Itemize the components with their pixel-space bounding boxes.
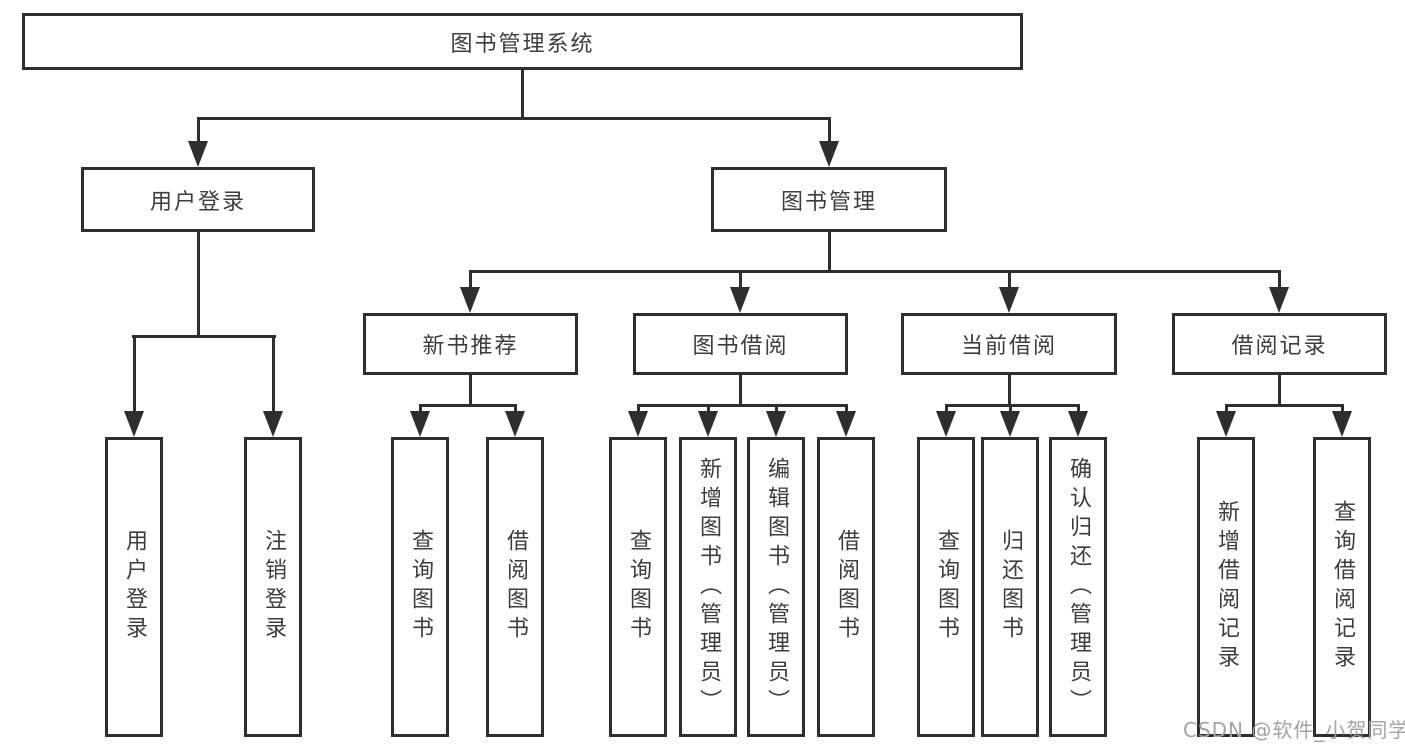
leaf-query-borrow-record: 查询借阅记录 (1313, 437, 1371, 737)
node-new-book-recommend-label: 新书推荐 (422, 334, 519, 359)
arrow-down-icon (124, 411, 144, 437)
node-user-login: 用户登录 (81, 167, 315, 232)
leaf-borrow-borrow-books-label: 借阅图书 (834, 529, 859, 645)
node-new-book-recommend: 新书推荐 (363, 313, 578, 375)
connector-line (637, 404, 640, 415)
arrow-down-icon (819, 141, 839, 167)
node-book-borrow: 图书借阅 (633, 313, 848, 375)
connector-line (945, 404, 948, 415)
leaf-recommend-borrow-books-label: 借阅图书 (503, 529, 528, 645)
arrow-down-icon (1216, 411, 1236, 437)
arrow-down-icon (766, 411, 786, 437)
connector-line (1278, 270, 1281, 288)
leaf-confirm-return-admin-label: 确认归还（管理员） (1066, 456, 1091, 718)
leaf-add-borrow-record-label: 新增借阅记录 (1214, 500, 1239, 674)
leaf-user-login: 用户登录 (105, 437, 163, 737)
node-current-borrow: 当前借阅 (901, 313, 1117, 375)
leaf-add-borrow-record: 新增借阅记录 (1197, 437, 1255, 737)
node-borrow-records-label: 借阅记录 (1231, 334, 1328, 359)
connector-line (1077, 404, 1080, 415)
arrow-down-icon (936, 411, 956, 437)
leaf-borrow-query-books-label: 查询图书 (626, 529, 651, 645)
arrow-down-icon (460, 287, 480, 313)
connector-line (828, 232, 831, 272)
csdn-watermark: CSDN @软件_小贺同学 (1183, 718, 1405, 742)
connector-line (1341, 404, 1344, 415)
leaf-borrow-query-books: 查询图书 (609, 437, 667, 737)
connector-line (197, 232, 200, 337)
arrow-down-icon (410, 411, 430, 437)
connector-line (845, 404, 848, 415)
connector-line (419, 404, 422, 415)
connector-line (1008, 375, 1011, 406)
arrow-down-icon (1332, 411, 1352, 437)
node-borrow-records: 借阅记录 (1172, 313, 1387, 375)
connector-line (469, 270, 472, 288)
arrow-down-icon (698, 411, 718, 437)
node-book-management-label: 图书管理 (780, 189, 877, 215)
arrow-down-icon (188, 141, 208, 167)
connector-line (739, 375, 742, 406)
arrow-down-icon (999, 287, 1019, 313)
arrow-down-icon (1269, 287, 1289, 313)
leaf-edit-book-admin-label: 编辑图书（管理员） (764, 456, 789, 718)
leaf-logout-label: 注销登录 (261, 529, 286, 645)
connector-line (945, 404, 1080, 407)
arrow-down-icon (505, 411, 525, 437)
leaf-recommend-query-books-label: 查询图书 (408, 529, 433, 645)
arrow-down-icon (263, 411, 283, 437)
node-current-borrow-label: 当前借阅 (960, 334, 1057, 359)
leaf-recommend-query-books: 查询图书 (391, 437, 449, 737)
connector-line (775, 404, 778, 415)
connector-line (469, 270, 1281, 273)
node-user-login-label: 用户登录 (149, 189, 246, 215)
leaf-add-book-admin-label: 新增图书（管理员） (696, 456, 721, 718)
connector-line (1278, 375, 1281, 406)
connector-line (272, 335, 275, 415)
arrow-down-icon (730, 287, 750, 313)
arrow-down-icon (836, 411, 856, 437)
leaf-edit-book-admin: 编辑图书（管理员） (747, 437, 805, 737)
connector-line (132, 335, 276, 338)
connector-line (197, 117, 200, 145)
connector-line (521, 70, 524, 119)
leaf-confirm-return-admin: 确认归还（管理员） (1049, 437, 1107, 737)
connector-line (739, 270, 742, 288)
connector-line (1008, 270, 1011, 288)
connector-line (197, 117, 831, 120)
connector-line (828, 117, 831, 145)
leaf-logout: 注销登录 (244, 437, 302, 737)
node-book-management: 图书管理 (711, 167, 947, 232)
connector-line (1225, 404, 1228, 415)
connector-line (133, 335, 136, 415)
leaf-current-query-books: 查询图书 (917, 437, 975, 737)
leaf-query-borrow-record-label: 查询借阅记录 (1330, 500, 1355, 674)
arrow-down-icon (1000, 411, 1020, 437)
leaf-user-login-label: 用户登录 (122, 529, 147, 645)
connector-line (707, 404, 710, 415)
connector-line (419, 404, 517, 407)
leaf-current-query-books-label: 查询图书 (934, 529, 959, 645)
leaf-borrow-borrow-books: 借阅图书 (817, 437, 875, 737)
node-book-borrow-label: 图书借阅 (692, 334, 789, 359)
connector-line (469, 375, 472, 406)
arrow-down-icon (628, 411, 648, 437)
leaf-return-book: 归还图书 (981, 437, 1039, 737)
connector-line (1009, 404, 1012, 415)
leaf-add-book-admin: 新增图书（管理员） (679, 437, 737, 737)
leaf-return-book-label: 归还图书 (998, 529, 1023, 645)
connector-line (514, 404, 517, 415)
node-library-system: 图书管理系统 (22, 13, 1023, 70)
leaf-recommend-borrow-books: 借阅图书 (486, 437, 544, 737)
connector-line (637, 404, 847, 407)
arrow-down-icon (1068, 411, 1088, 437)
connector-line (1225, 404, 1344, 407)
node-library-system-label: 图书管理系统 (450, 31, 595, 57)
